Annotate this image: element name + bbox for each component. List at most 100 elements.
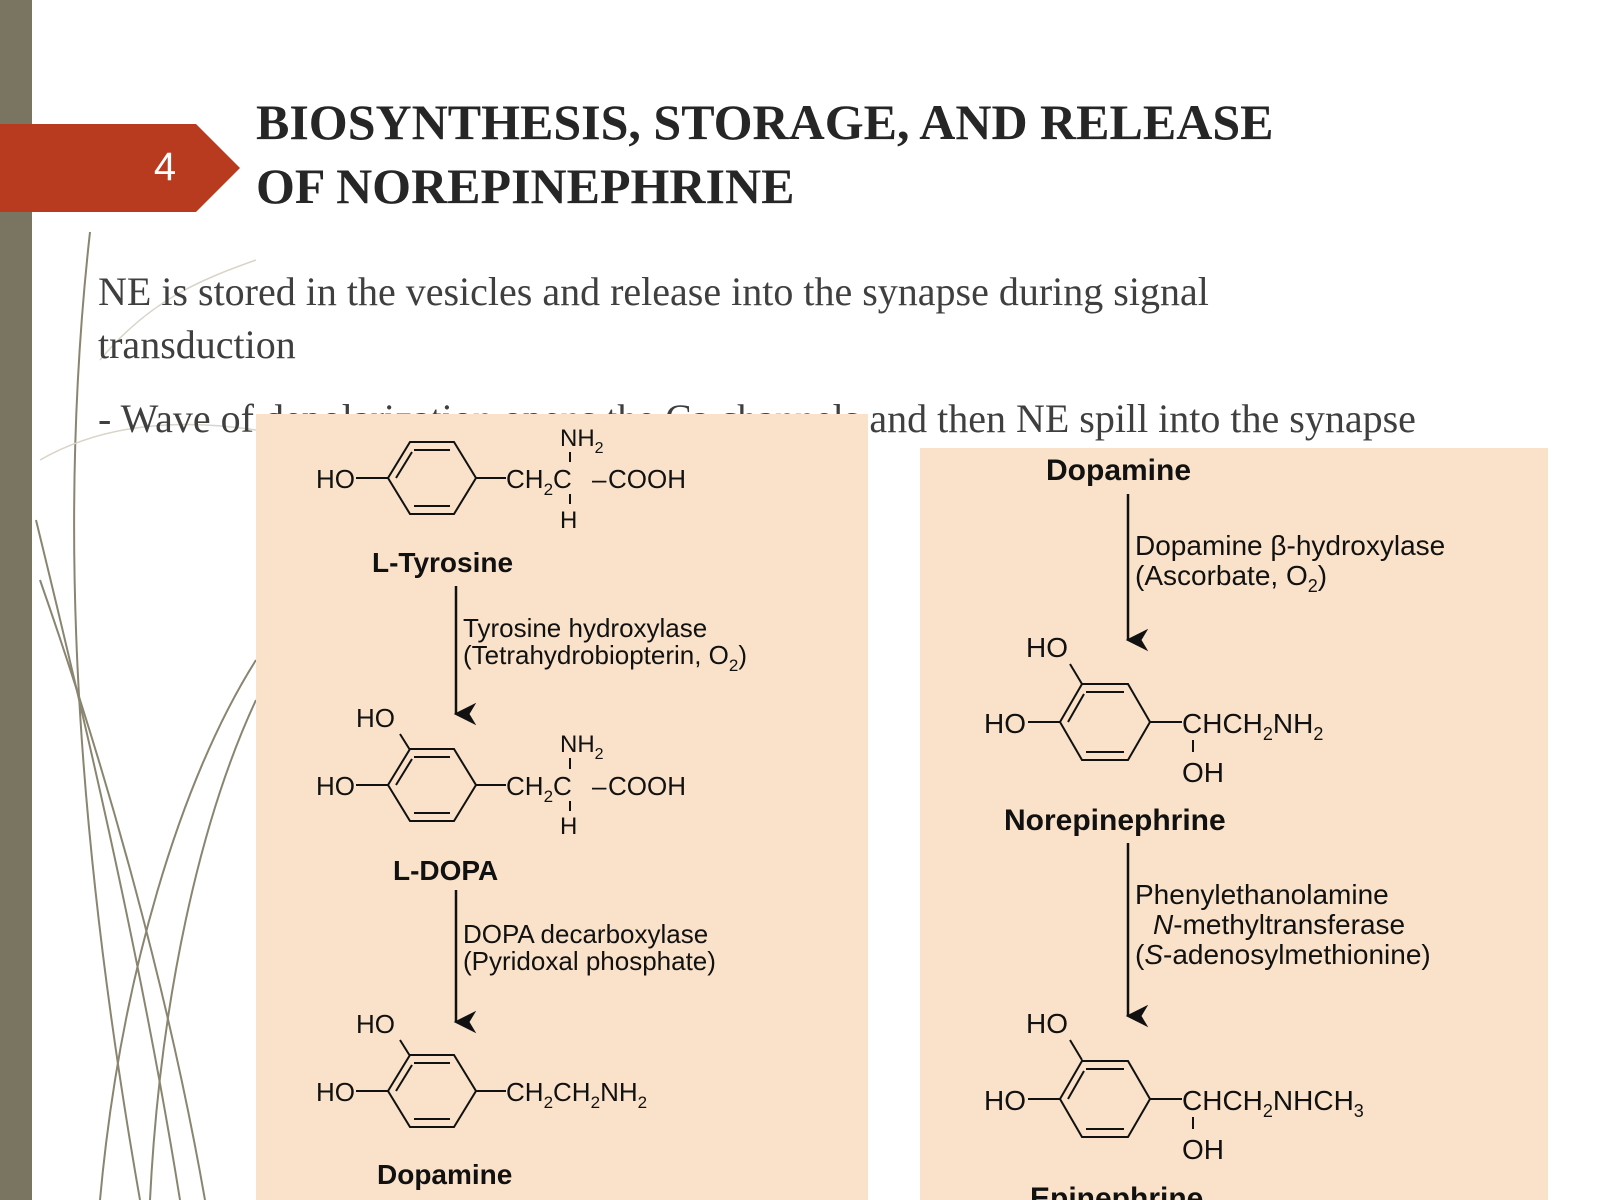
dopamine-name-right: Dopamine [1046,454,1191,487]
norepinephrine-name: Norepinephrine [1004,804,1226,837]
svg-text:CH2C: CH2C [506,464,572,499]
epi-chch2: CHCH [1182,1085,1263,1116]
dopamine-beta-hydroxylase-label: Dopamine β-hydroxylase (Ascorbate, O2) [1135,530,1445,596]
subscript-2: 2 [591,1093,600,1112]
subscript-2: 2 [1308,576,1318,596]
subscript-2: 2 [1313,724,1323,744]
epi-nhch3: NHCH [1273,1085,1354,1116]
subscript-2: 2 [729,656,738,675]
th-line2: (Tetrahydrobiopterin, O [463,640,729,670]
epi-ho-top: HO [1026,1008,1068,1039]
dopamine-ch2-b: CH [553,1077,591,1107]
tyrosine-hydroxylase-label: Tyrosine hydroxylase (Tetrahydrobiopteri… [463,613,747,675]
ldopa-c: C [553,771,572,801]
svg-text:N-methyltransferase: N-methyltransferase [1153,909,1405,940]
pnmt-open-paren: ( [1135,939,1145,970]
subscript-2: 2 [595,440,604,457]
dbh-close-paren: ) [1318,560,1327,591]
subscript-2: 2 [1263,724,1273,744]
tyrosine-c: C [553,464,572,494]
ldopa-h: H [560,813,577,840]
tyrosine-ch2: CH [506,464,544,494]
benzene-ring-icon [386,441,478,515]
dbh-line1: Dopamine β-hydroxylase [1135,530,1445,561]
slide-title-line-2: OF NOREPINEPHRINE [256,158,795,214]
ldopa-ho-top: HO [356,703,395,733]
svg-text:CH2CH2NH2: CH2CH2NH2 [506,1077,647,1112]
subscript-3: 3 [1354,1101,1364,1121]
benzene-ring-icon [1058,1060,1152,1138]
tyrosine-h: H [560,507,577,534]
pnmt-label: Phenylethanolamine N-methyltransferase (… [1135,879,1431,970]
pathway-panel-right [920,448,1548,1200]
ne-oh: OH [1182,757,1224,788]
tyrosine-cooh: COOH [608,464,686,494]
ddc-line2: (Pyridoxal phosphate) [463,946,716,976]
epi-oh: OH [1182,1134,1224,1165]
pathway-panel-left [256,414,868,1200]
l-tyrosine-name: L-Tyrosine [372,547,513,578]
benzene-ring-icon [386,1054,478,1128]
tyrosine-nh2: NH [560,425,595,452]
l-dopa-structure: HO HO CH2C NH2 H – COOH L-DOPA [316,703,686,886]
slide-number-banner [0,124,240,212]
ne-chch2: CHCH [1182,708,1263,739]
subscript-2: 2 [638,1093,647,1112]
th-close-paren: ) [738,640,747,670]
svg-text:(S-adenosylmethionine): (S-adenosylmethionine) [1135,939,1431,970]
l-tyrosine-structure: HO CH2C NH2 H – COOH L-Tyrosine [316,425,686,578]
benzene-ring-icon [1058,683,1152,761]
body-paragraph-line-2: transduction [98,322,296,367]
svg-text:CHCH2NH2: CHCH2NH2 [1182,708,1323,744]
pnmt-n-italic: N [1153,909,1174,940]
slide-title-line-1: BIOSYNTHESIS, STORAGE, AND RELEASE [256,94,1274,150]
ldopa-ho-left: HO [316,771,355,801]
svg-text:(Tetrahydrobiopterin, O2): (Tetrahydrobiopterin, O2) [463,640,747,675]
dbh-line2: (Ascorbate, O [1135,560,1308,591]
pnmt-s-italic: S [1144,939,1163,970]
dopamine-nh2: NH [600,1077,638,1107]
subscript-2: 2 [544,1093,553,1112]
epinephrine-name: Epinephrine [1030,1182,1203,1200]
svg-text:(Ascorbate, O2): (Ascorbate, O2) [1135,560,1327,596]
epi-ho-left: HO [984,1085,1026,1116]
pnmt-line1: Phenylethanolamine [1135,879,1389,910]
dopamine-ho-left: HO [316,1077,355,1107]
ldopa-nh2: NH [560,731,595,758]
slide-title: BIOSYNTHESIS, STORAGE, AND RELEASE OF NO… [256,90,1576,218]
subscript-2: 2 [544,787,553,806]
pnmt-line2: -methyltransferase [1173,909,1405,940]
subscript-2: 2 [1263,1101,1273,1121]
body-paragraph-line-1: NE is stored in the vesicles and release… [98,269,1209,314]
ne-ho-top: HO [1026,632,1068,663]
epinephrine-structure: HO HO CHCH2NHCH3 OH Epinephrine [984,1008,1364,1200]
dopamine-structure: HO HO CH2CH2NH2 Dopamine [316,1009,647,1190]
norepinephrine-structure: HO HO CHCH2NH2 OH Norepinephrine [984,632,1323,837]
body-paragraph: NE is stored in the vesicles and release… [98,265,1209,371]
slide-number: 4 [153,145,177,189]
ldopa-cooh: COOH [608,771,686,801]
ldopa-ch2: CH [506,771,544,801]
svg-text:NH2: NH2 [560,731,604,763]
tyrosine-dash: – [592,464,607,494]
subscript-2: 2 [544,480,553,499]
tyrosine-ho-label: HO [316,464,355,494]
th-line1: Tyrosine hydroxylase [463,613,707,643]
svg-text:NH2: NH2 [560,425,604,457]
l-dopa-name: L-DOPA [393,855,498,886]
dopa-decarboxylase-label: DOPA decarboxylase (Pyridoxal phosphate) [463,919,716,976]
svg-text:CHCH2NHCH3: CHCH2NHCH3 [1182,1085,1364,1121]
dopamine-name-left: Dopamine [377,1159,512,1190]
dopamine-ho-top: HO [356,1009,395,1039]
subscript-2: 2 [595,746,604,763]
ddc-line1: DOPA decarboxylase [463,919,708,949]
dopamine-ch2-a: CH [506,1077,544,1107]
ldopa-dash: – [592,771,607,801]
benzene-ring-icon [386,748,478,822]
ne-ho-left: HO [984,708,1026,739]
ne-nh2: NH [1273,708,1313,739]
svg-text:CH2C: CH2C [506,771,572,806]
pnmt-line3: -adenosylmethionine) [1163,939,1431,970]
